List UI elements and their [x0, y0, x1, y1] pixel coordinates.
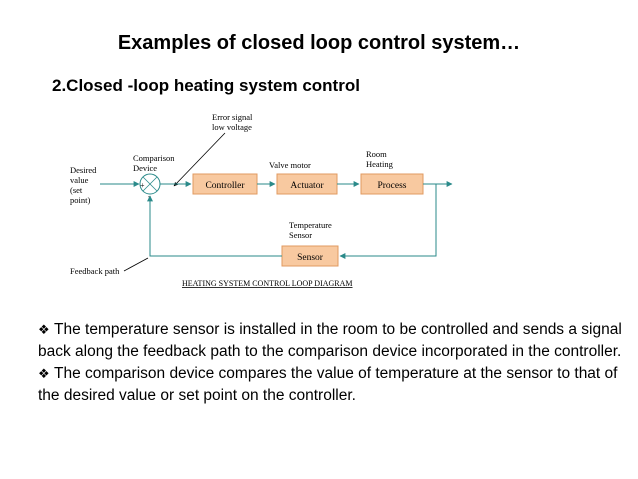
- desired-value-line-4: point): [70, 195, 90, 205]
- diamond-dots-icon: ❖: [38, 366, 50, 381]
- sensor-label: Sensor: [297, 253, 324, 263]
- desired-value-line-3: (set: [70, 185, 83, 195]
- actuator-label: Actuator: [290, 181, 324, 191]
- error-signal-line-1: Error signal: [212, 112, 253, 122]
- desired-value-line-2: value: [70, 175, 89, 185]
- bullet-item-2: ❖The comparison device compares the valu…: [38, 363, 628, 407]
- comparison-device-label: Comparison Device: [133, 153, 177, 173]
- comparison-line-1: Comparison: [133, 153, 175, 163]
- temperature-sensor-line-1: Temperature: [289, 220, 332, 230]
- temperature-sensor-label: Temperature Sensor: [289, 220, 334, 240]
- bullet-text-2: The comparison device compares the value…: [38, 365, 618, 404]
- bullet-text-1: The temperature sensor is installed in t…: [38, 321, 622, 360]
- output-to-sensor-line: [339, 184, 437, 259]
- desired-value-line-1: Desired: [70, 165, 97, 175]
- slide-title: Examples of closed loop control system…: [117, 32, 521, 54]
- heating-loop-diagram: Error signal low voltage Desired value (…: [70, 112, 453, 288]
- diagram-caption: HEATING SYSTEM CONTROL LOOP DIAGRAM: [182, 279, 353, 288]
- room-heating-line-1: Room: [366, 149, 387, 159]
- desired-value-label: Desired value (set point): [70, 165, 99, 205]
- error-signal-line-2: low voltage: [212, 122, 252, 132]
- comparison-line-2: Device: [133, 163, 157, 173]
- room-heating-line-2: Heating: [366, 159, 394, 169]
- error-signal-label: Error signal low voltage: [212, 112, 255, 132]
- error-signal-pointer: [173, 132, 226, 187]
- junction-cross-2: [142, 176, 158, 192]
- slide-subtitle: 2.Closed -loop heating system control: [52, 76, 360, 95]
- feedback-path-line: [147, 195, 282, 257]
- feedback-path-label: Feedback path: [70, 266, 120, 276]
- diamond-dots-icon: ❖: [38, 322, 50, 337]
- controller-label: Controller: [205, 181, 245, 191]
- process-label: Process: [377, 181, 406, 191]
- body-text: ❖The temperature sensor is installed in …: [38, 319, 628, 407]
- feedback-path-pointer: [123, 257, 149, 272]
- temperature-sensor-line-2: Sensor: [289, 230, 312, 240]
- plus-sign: +: [140, 181, 145, 190]
- valve-motor-label: Valve motor: [269, 160, 311, 170]
- bullet-item-1: ❖The temperature sensor is installed in …: [38, 319, 628, 363]
- room-heating-label: Room Heating: [366, 149, 394, 169]
